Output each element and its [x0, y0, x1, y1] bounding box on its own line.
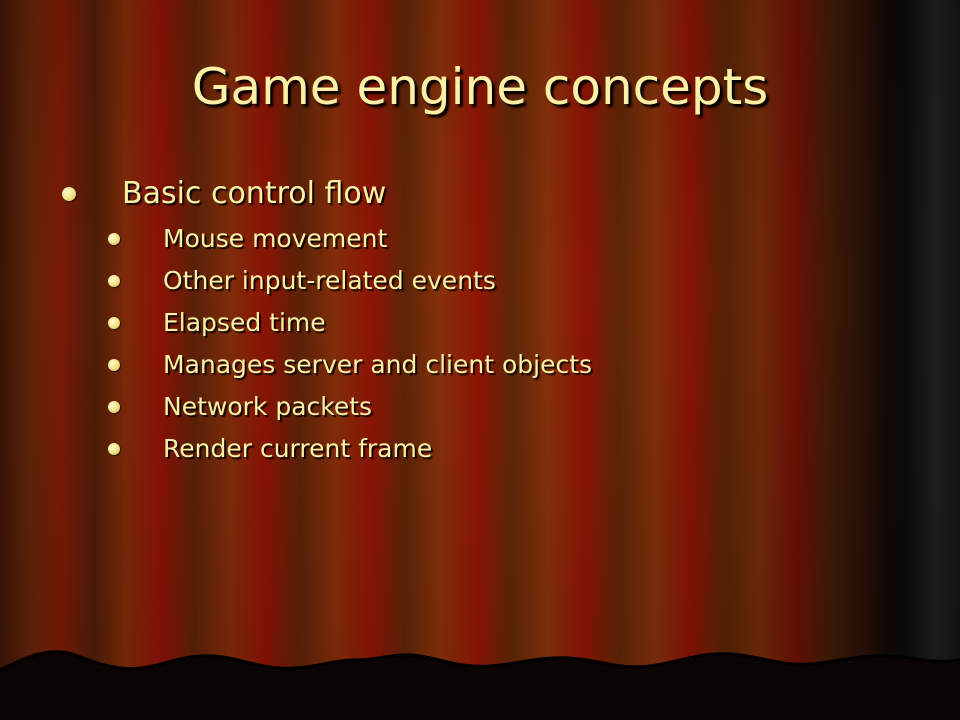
sub-bullet-item: Network packets — [108, 386, 592, 428]
bullet-item-basic-control-flow: Basic control flow — [62, 172, 386, 216]
sub-bullet-label: Elapsed time — [163, 308, 326, 337]
sub-bullet-item: Mouse movement — [108, 218, 592, 260]
bullet-dot-icon — [108, 359, 120, 371]
sub-bullet-list: Mouse movement Other input-related event… — [108, 218, 592, 470]
sub-bullet-label: Render current frame — [163, 434, 433, 463]
bullet-dot-icon — [108, 443, 120, 455]
bullet-label: Basic control flow — [122, 176, 387, 211]
bullet-dot-icon — [62, 187, 76, 201]
bullet-dot-icon — [108, 233, 120, 245]
sub-bullet-item: Elapsed time — [108, 302, 592, 344]
sub-bullet-item: Manages server and client objects — [108, 344, 592, 386]
sub-bullet-label: Other input-related events — [163, 266, 496, 295]
bullet-dot-icon — [108, 275, 120, 287]
bullet-dot-icon — [108, 401, 120, 413]
bullet-dot-icon — [108, 317, 120, 329]
sub-bullet-item: Other input-related events — [108, 260, 592, 302]
bullet-list: Basic control flow — [62, 172, 386, 216]
sub-bullet-label: Network packets — [163, 392, 373, 421]
slide-title: Game engine concepts — [191, 58, 769, 116]
curtain-hem-shadow — [0, 650, 960, 720]
sub-bullet-label: Mouse movement — [163, 224, 388, 253]
sub-bullet-item: Render current frame — [108, 428, 592, 470]
sub-bullet-label: Manages server and client objects — [163, 350, 593, 379]
